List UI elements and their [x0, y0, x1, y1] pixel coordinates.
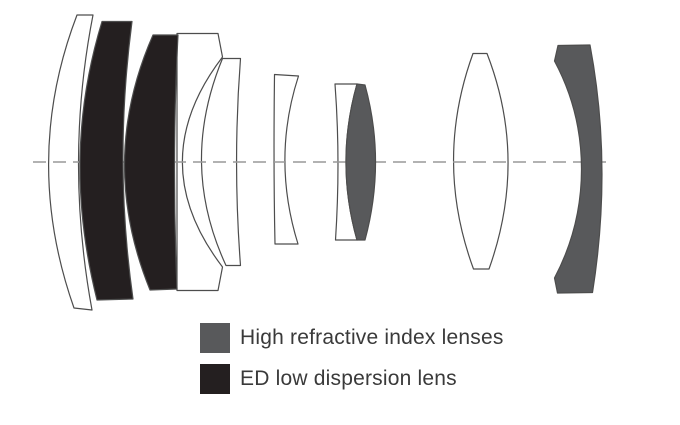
lens-element-8-doublet-high-index-biconvex	[345, 83, 377, 241]
legend-label-high-refractive-index: High refractive index lenses	[240, 326, 504, 349]
lens-element-3-ed-meniscus	[123, 34, 179, 291]
lens-element-2-ed-meniscus	[79, 20, 134, 301]
legend-item-ed-low-dispersion: ED low dispersion lens	[200, 364, 504, 394]
legend-swatch-ed-low-dispersion	[200, 364, 230, 394]
legend: High refractive index lenses ED low disp…	[200, 323, 504, 394]
legend-item-high-refractive-index: High refractive index lenses	[200, 323, 504, 353]
lens-element-6-concave	[273, 73, 300, 245]
lens-element-10-high-index-rear-meniscus	[553, 44, 603, 294]
lens-element-1-front-meniscus	[47, 14, 94, 311]
legend-swatch-high-refractive-index	[200, 323, 230, 353]
lens-element-4-plano-concave	[176, 32, 224, 292]
legend-label-ed-low-dispersion: ED low dispersion lens	[240, 367, 457, 390]
